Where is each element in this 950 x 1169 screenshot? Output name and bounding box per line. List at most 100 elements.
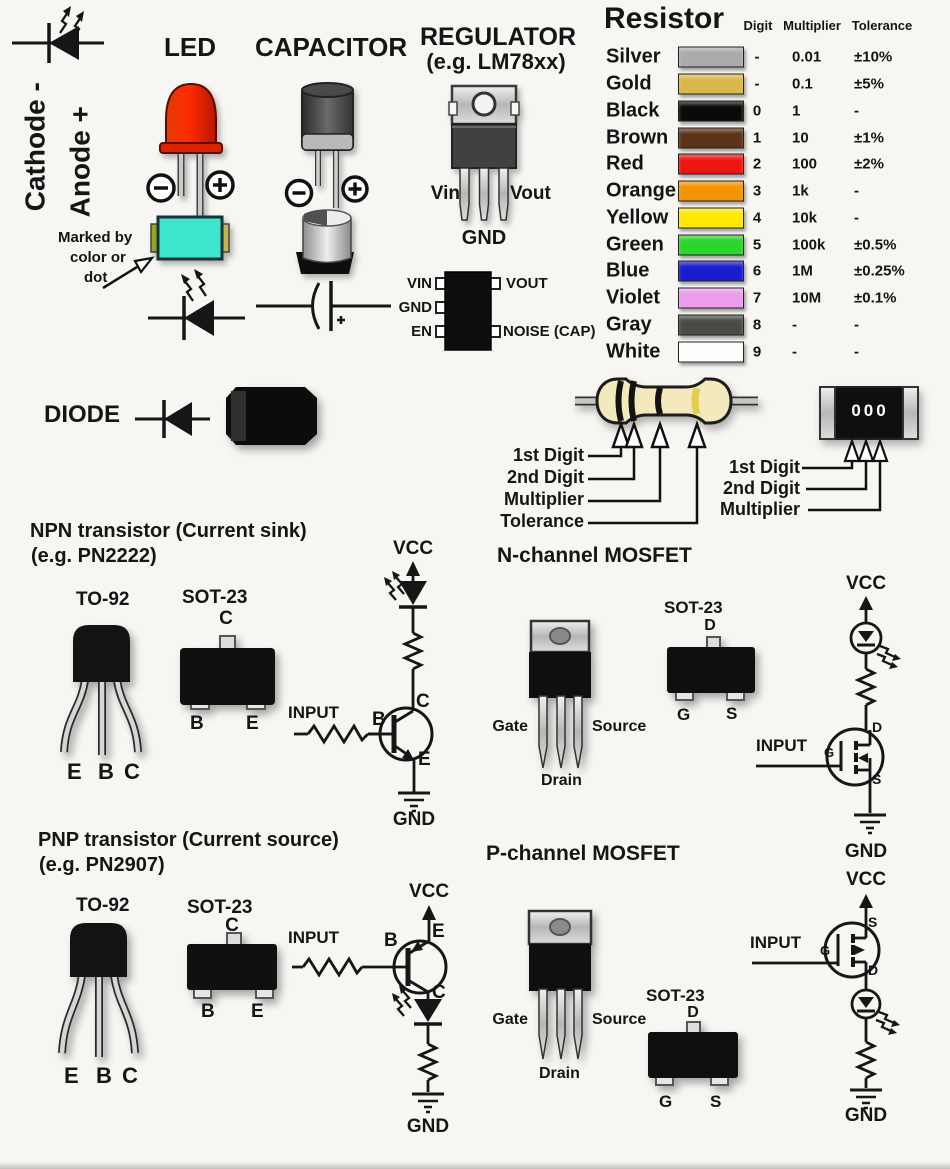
pnp-subtitle: (e.g. PN2907) — [39, 854, 165, 876]
tolerance-value: - — [854, 316, 859, 334]
capacitor-symbol — [256, 281, 391, 331]
led-minus-icon — [146, 173, 176, 203]
npn-sot23-pin-e: E — [246, 713, 259, 734]
axial-callout-lines — [588, 420, 707, 525]
color-chip — [678, 73, 744, 95]
capacitor-plus-icon — [341, 175, 369, 203]
pnp-to92-pin-e: E — [64, 1063, 79, 1088]
nmos-to220-photo — [529, 619, 591, 769]
npn-vcc-label: VCC — [392, 538, 434, 559]
pmos-source-label: Source — [592, 1011, 647, 1028]
multiplier-value: 0.1 — [792, 75, 813, 93]
column-header-multiplier: Multiplier — [783, 18, 841, 33]
color-chip — [678, 153, 744, 175]
regulator-smd-vout-label: VOUT — [506, 275, 548, 292]
npn-sot23-pin-b: B — [190, 713, 204, 734]
regulator-title: REGULATOR — [420, 23, 577, 51]
pnp-title: PNP transistor (Current source) — [38, 829, 339, 851]
color-name: Yellow — [606, 206, 669, 229]
pmos-sot23-pin-d: D — [687, 1004, 699, 1021]
npn-subtitle: (e.g. PN2222) — [31, 545, 157, 567]
npn-emitter-label: E — [418, 749, 431, 770]
color-name: Black — [606, 99, 660, 122]
npn-to92-photo — [60, 625, 142, 755]
pnp-sot23-pin-e: E — [251, 1001, 264, 1022]
color-chip — [678, 260, 744, 282]
multiplier-value: 10k — [792, 209, 818, 227]
color-name: Red — [606, 152, 644, 175]
resistor-table-row: Silver-0.01±10% — [606, 44, 936, 71]
color-chip — [678, 100, 744, 122]
pnp-to92-pin-b: B — [96, 1063, 112, 1088]
npn-collector-label: C — [416, 691, 430, 712]
column-header-digit: Digit — [743, 18, 773, 33]
regulator-vout-label: Vout — [510, 183, 551, 204]
npn-sot23-pin-c: C — [219, 608, 233, 629]
pnp-emitter-label: E — [432, 921, 445, 942]
regulator-smd-en-label: EN — [411, 323, 432, 340]
pnp-collector-label: C — [432, 982, 446, 1003]
led-polarity-symbol — [12, 6, 104, 63]
nmos-gate-label: Gate — [492, 718, 528, 735]
color-name: Brown — [606, 126, 669, 149]
pmos-input-label: INPUT — [750, 933, 801, 952]
digit-value: 2 — [752, 155, 762, 173]
smd-capacitor-photo — [296, 209, 354, 274]
digit-value: 7 — [752, 289, 762, 307]
digit-value: 9 — [752, 343, 762, 361]
npn-to92-pin-c: C — [124, 759, 140, 784]
led-plus-icon — [205, 170, 235, 200]
smd-callout-2nd-digit: 2nd Digit — [723, 478, 800, 498]
tolerance-value: ±0.25% — [854, 262, 905, 280]
pnp-to92-photo — [58, 923, 139, 1057]
smd-diode-photo — [226, 387, 317, 445]
pnp-input-label: INPUT — [288, 928, 339, 947]
tolerance-value: ±10% — [854, 48, 893, 66]
pnp-sot23-pin-b: B — [201, 1001, 215, 1022]
pnp-gnd-label: GND — [406, 1116, 450, 1137]
pmos-d-label: D — [868, 962, 879, 978]
multiplier-value: 1M — [792, 262, 813, 280]
led-title: LED — [164, 32, 216, 62]
color-name: Gold — [606, 72, 652, 95]
pmos-title: P-channel MOSFET — [486, 842, 680, 865]
multiplier-value: 100 — [792, 155, 818, 173]
tolerance-value: ±0.5% — [854, 236, 897, 254]
color-name: Orange — [606, 179, 677, 202]
color-chip — [678, 127, 744, 149]
smd-led-note-line2: color or — [70, 249, 126, 266]
tolerance-value: - — [854, 209, 859, 227]
color-name: Gray — [606, 313, 652, 336]
diode-title: DIODE — [44, 401, 121, 428]
regulator-smd-photo — [435, 271, 501, 351]
bottom-shadow — [0, 1162, 950, 1169]
multiplier-value: - — [792, 316, 797, 334]
resistor-title: Resistor — [604, 2, 725, 35]
multiplier-value: 10 — [792, 129, 809, 147]
npn-base-label: B — [372, 709, 386, 730]
color-chip — [678, 287, 744, 309]
color-chip — [678, 180, 744, 202]
npn-circuit — [294, 561, 434, 813]
color-name: White — [606, 340, 661, 363]
nmos-sot23-pin-g: G — [677, 705, 691, 724]
diode-symbol — [135, 400, 210, 438]
cathode-label: Cathode - — [19, 82, 51, 212]
multiplier-value: 1k — [792, 182, 809, 200]
digit-value: 5 — [752, 236, 762, 254]
digit-value: - — [754, 48, 760, 66]
axial-callout-1st-digit: 1st Digit — [512, 445, 584, 465]
tolerance-value: ±2% — [854, 155, 884, 173]
regulator-vin-label: Vin — [430, 183, 460, 204]
tolerance-value: ±5% — [854, 75, 884, 93]
npn-title: NPN transistor (Current sink) — [30, 520, 307, 542]
nmos-vcc-label: VCC — [845, 573, 887, 594]
axial-callout-2nd-digit: 2nd Digit — [507, 467, 584, 487]
axial-callout-multiplier: Multiplier — [504, 489, 584, 509]
led-photo — [159, 82, 223, 218]
